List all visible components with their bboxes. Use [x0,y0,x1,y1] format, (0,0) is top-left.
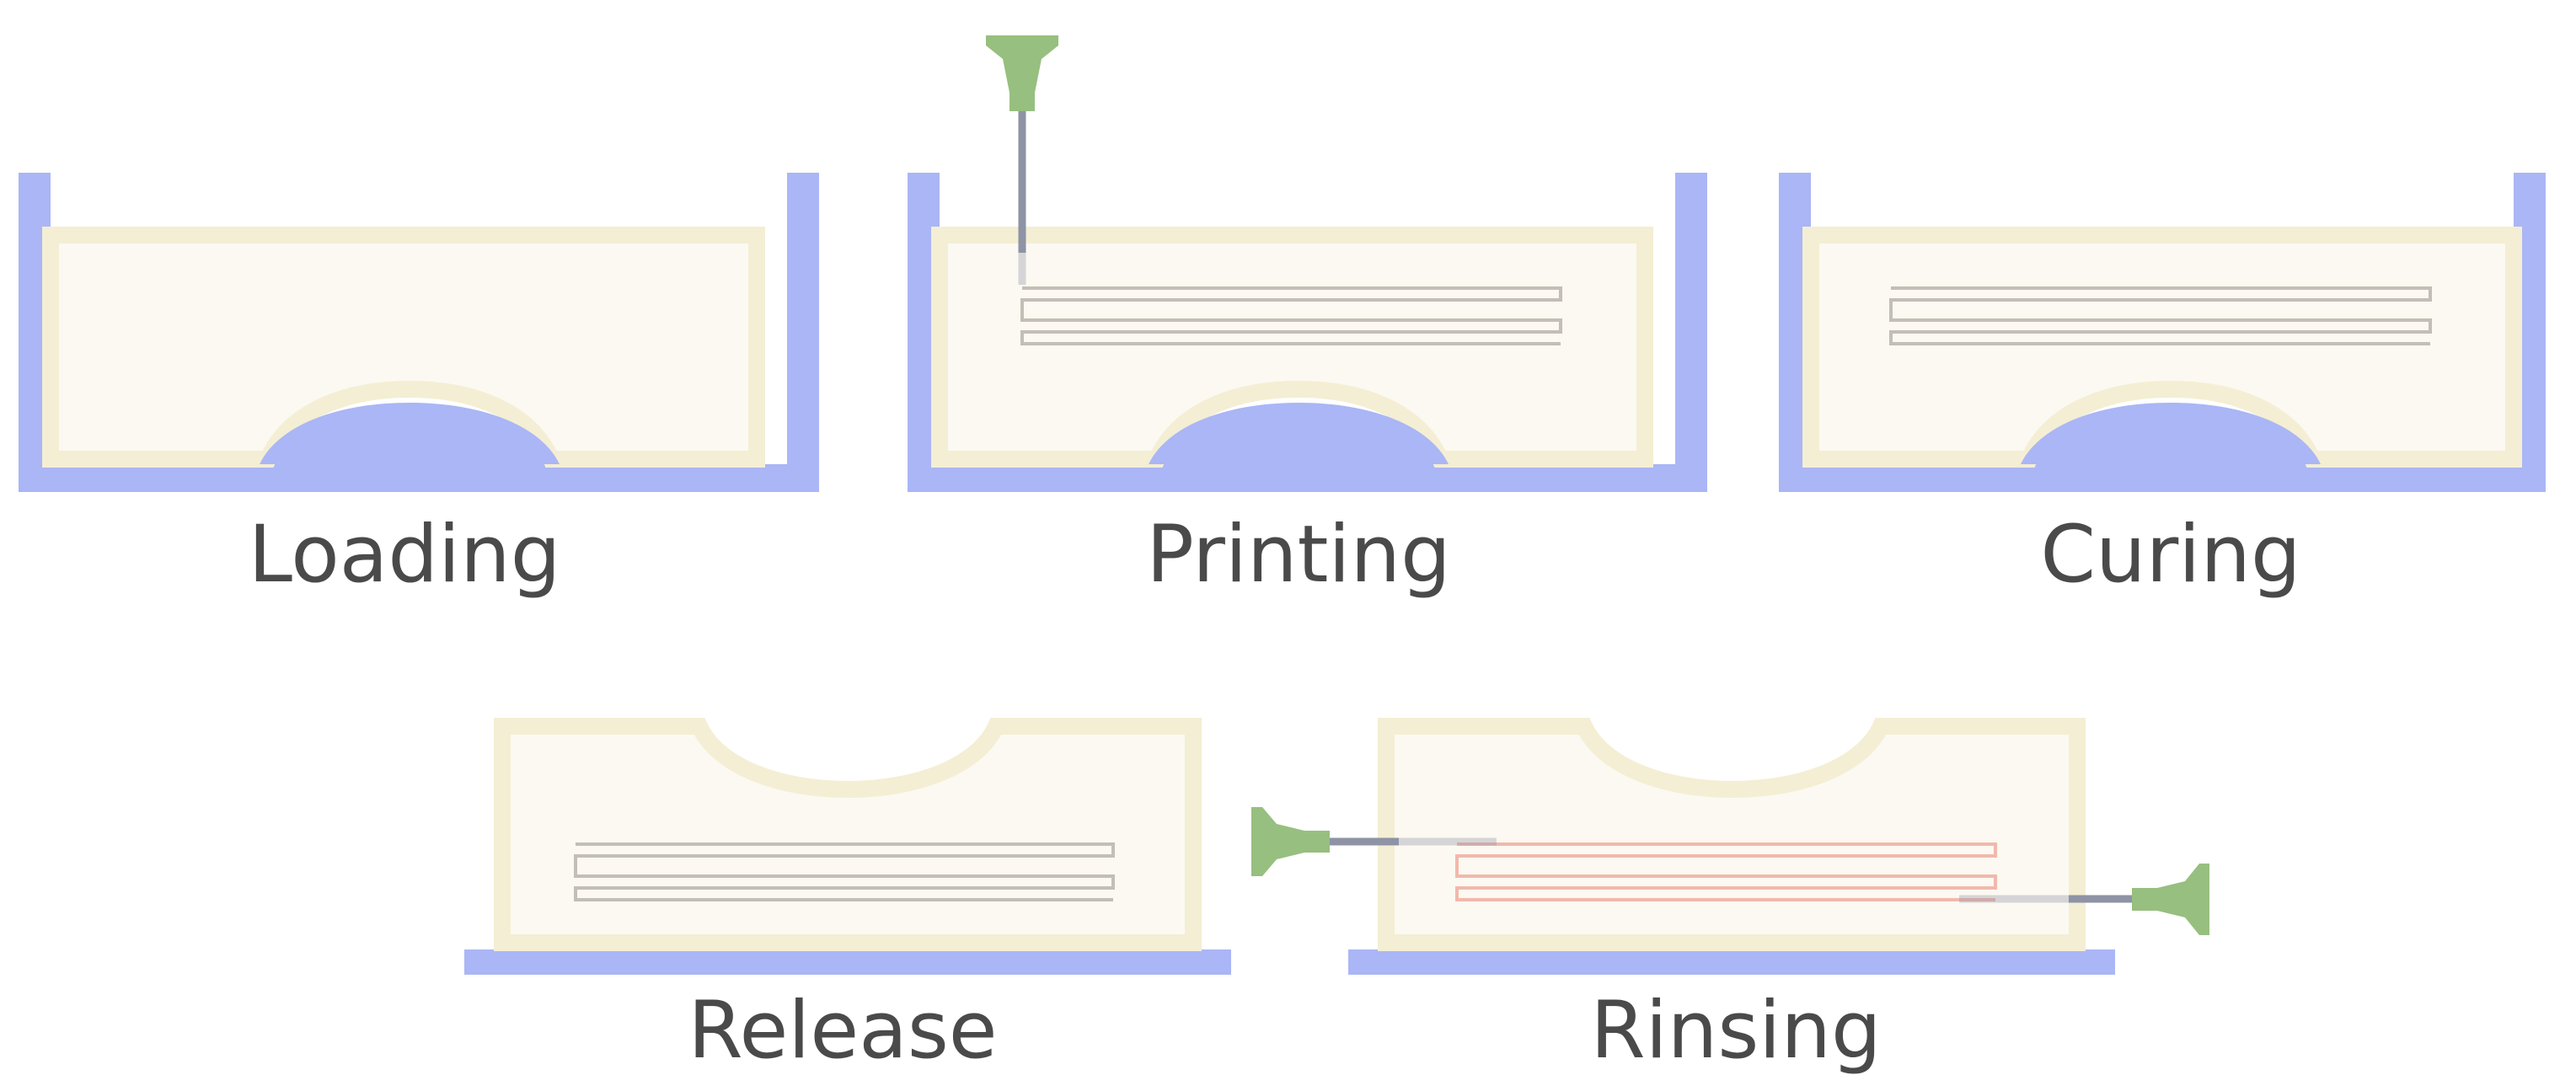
step-release: Release [464,718,1231,1077]
step-label-release: Release [688,985,997,1077]
printed-channel [1020,286,1562,345]
dispensing-needle-icon [986,35,1058,285]
step-curing: Curing [1779,173,2546,601]
mold-dome [2021,403,2321,464]
step-label-loading: Loading [249,509,561,601]
step-rinsing: Rinsing [1251,718,2209,1077]
step-label-curing: Curing [2040,509,2300,601]
released-channel [574,842,1115,901]
cured-channel [1889,286,2432,345]
gel-block [931,227,1653,468]
step-label-rinsing: Rinsing [1590,985,1881,1077]
rinsed-channel [1455,842,1997,901]
gel-block [494,718,1202,951]
step-printing: Printing [908,35,1707,601]
needle-hub [1251,807,1330,876]
step-label-printing: Printing [1146,509,1451,601]
mold-dome [260,403,560,464]
step-loading: Loading [19,173,819,601]
outlet-needle-icon [1959,864,2209,935]
gel-block [1802,227,2522,468]
base-plate [1348,949,2115,975]
needle-hub [2132,864,2209,935]
gel-block [1378,718,2086,951]
inlet-needle-icon [1251,807,1497,876]
gel-block [42,227,765,468]
base-plate [464,949,1231,975]
mold-dome [1149,403,1449,464]
needle-hub [986,35,1058,111]
